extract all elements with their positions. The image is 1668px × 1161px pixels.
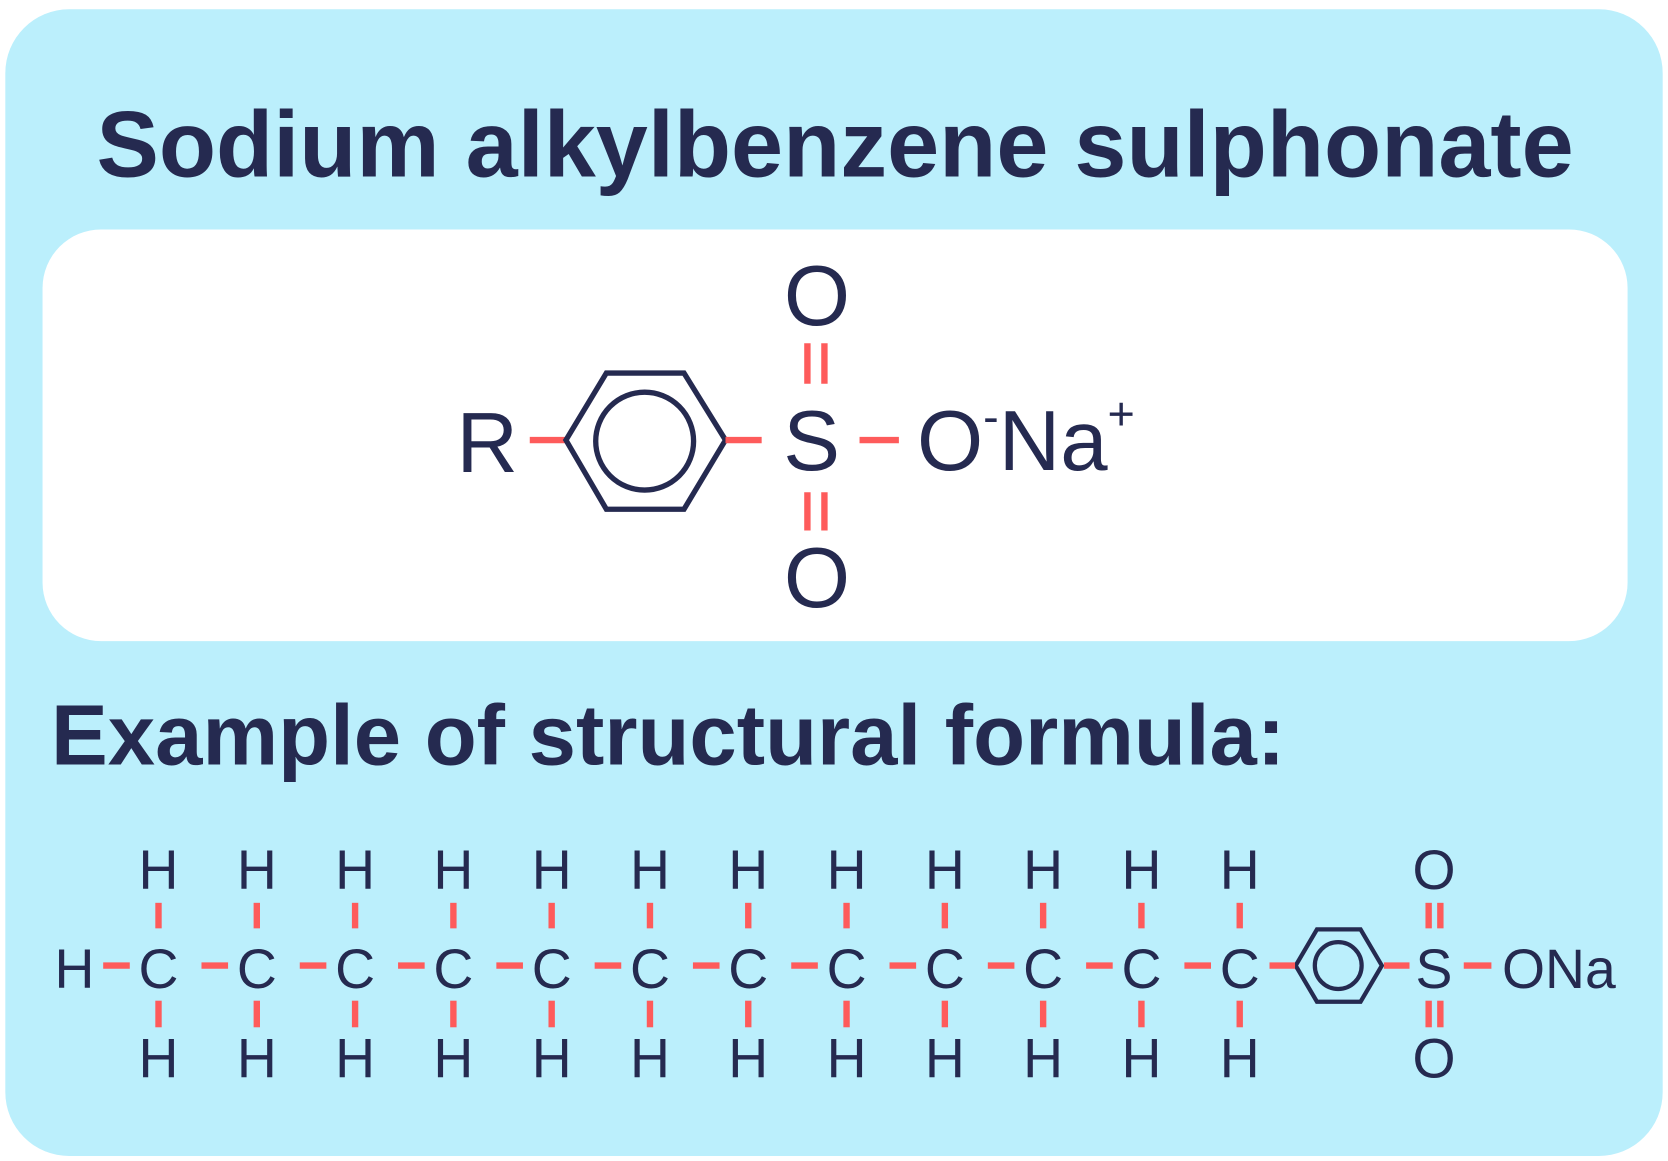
carbon: C — [1220, 938, 1260, 1000]
hydrogen-bottom: H — [532, 1027, 572, 1089]
example-heading: Example of structural formula: — [51, 689, 1285, 784]
hydrogen-bottom: H — [237, 1027, 277, 1089]
sulfur: S — [1416, 938, 1453, 1000]
hydrogen-top: H — [1023, 839, 1063, 901]
hydrogen-top: H — [925, 839, 965, 901]
hydrogen-top: H — [630, 839, 670, 901]
hydrogen-bottom: H — [1121, 1027, 1161, 1089]
hydrogen-bottom: H — [827, 1027, 867, 1089]
sulfur: S — [783, 394, 840, 489]
oxygen-charge: - — [983, 391, 999, 443]
hydrogen-top: H — [433, 839, 473, 901]
hydrogen-bottom: H — [335, 1027, 375, 1089]
general-formula: R S O O O-Na+ — [456, 249, 1134, 626]
sodium-label: Na — [999, 394, 1108, 489]
hydrogen-top: H — [532, 839, 572, 901]
benzene-ring-circle — [1312, 940, 1364, 992]
carbon: C — [139, 938, 179, 1000]
carbon: C — [827, 938, 867, 1000]
hydrogen-top: H — [237, 839, 277, 901]
hydrogen-bottom: H — [1023, 1027, 1063, 1089]
benzene-ring — [1293, 927, 1385, 1004]
hydrogen-top: H — [1220, 839, 1260, 901]
oxygen-top: O — [1412, 839, 1455, 901]
oxygen-top: O — [784, 249, 850, 344]
terminal-hydrogen: H — [54, 938, 94, 1000]
example-formula: H S O O ONa CHHCHHCHHCHHCHHCHHCHHCHHCHHC… — [54, 839, 1616, 1089]
oxygen-bottom: O — [1412, 1027, 1455, 1089]
carbon: C — [728, 938, 768, 1000]
carbon: C — [1121, 938, 1161, 1000]
hydrogen-top: H — [139, 839, 179, 901]
hydrogen-bottom: H — [630, 1027, 670, 1089]
carbon: C — [630, 938, 670, 1000]
oxygen-label: O — [917, 394, 983, 489]
hydrogen-top: H — [335, 839, 375, 901]
carbon: C — [335, 938, 375, 1000]
hydrogen-bottom: H — [728, 1027, 768, 1089]
hydrogen-bottom: H — [433, 1027, 473, 1089]
r-group: R — [456, 396, 517, 491]
carbon: C — [925, 938, 965, 1000]
hydrogen-top: H — [1121, 839, 1161, 901]
hydrogen-bottom: H — [139, 1027, 179, 1089]
carbon: C — [532, 938, 572, 1000]
hydrogen-bottom: H — [1220, 1027, 1260, 1089]
hydrogen-top: H — [827, 839, 867, 901]
salt-group: ONa — [1502, 938, 1616, 1000]
sodium-charge: + — [1108, 387, 1135, 439]
hydrogen-bottom: H — [925, 1027, 965, 1089]
hydrogen-top: H — [728, 839, 768, 901]
oxygen-ion: O-Na+ — [917, 387, 1135, 488]
title: Sodium alkylbenzene sulphonate — [96, 91, 1573, 196]
carbon: C — [433, 938, 473, 1000]
carbon: C — [237, 938, 277, 1000]
general-formula-panel — [42, 229, 1628, 642]
benzene-ring-circle — [593, 389, 697, 493]
oxygen-bottom: O — [784, 531, 850, 626]
carbon: C — [1023, 938, 1063, 1000]
